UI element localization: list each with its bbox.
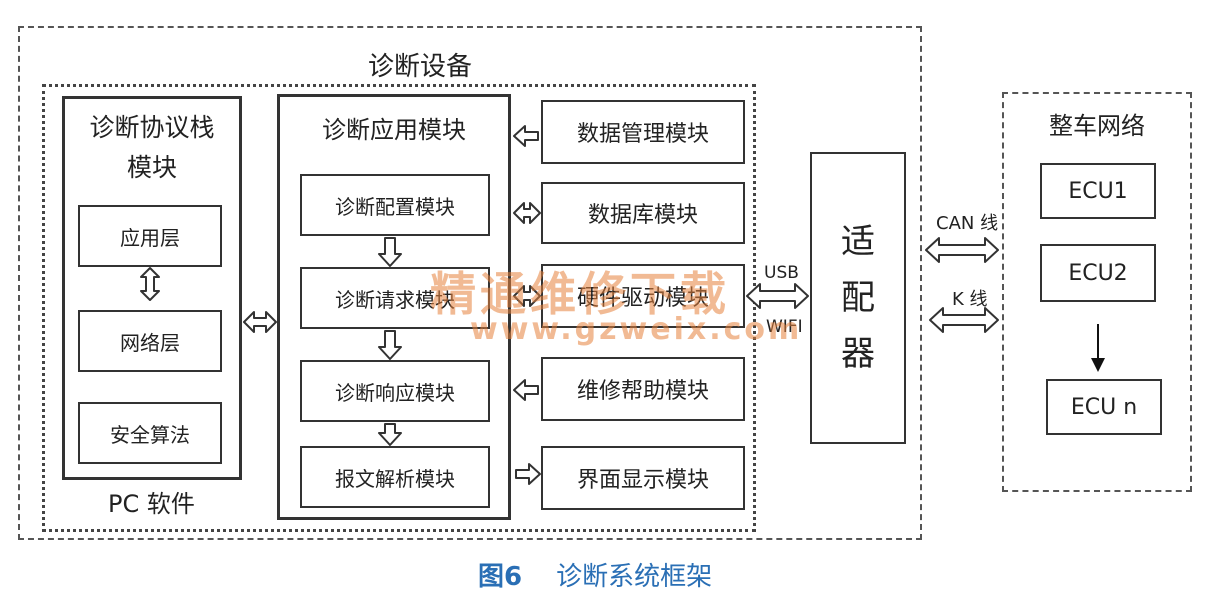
figure-caption: 图6 诊断系统框架	[478, 556, 712, 593]
database-arrow	[513, 202, 541, 224]
repair-help-module: 维修帮助模块	[541, 357, 745, 421]
diagnostic-app-module	[277, 94, 511, 520]
response-parse-arrow	[378, 423, 402, 446]
step-config: 诊断配置模块	[300, 174, 490, 236]
pc-software-boundary	[42, 84, 756, 532]
k-line-label: K 线	[952, 289, 988, 310]
diagnostic-app-title: 诊断应用模块	[322, 116, 466, 144]
step-parse: 报文解析模块	[300, 446, 490, 508]
pc-software-label: PC 软件	[108, 490, 195, 518]
vehicle-network-title: 整车网络	[1049, 112, 1145, 140]
database-module: 数据库模块	[541, 182, 745, 244]
stack-app-arrow	[243, 311, 277, 333]
can-line-label: CAN 线	[936, 213, 999, 234]
ecu-chain-arrowhead	[1091, 358, 1105, 372]
protocol-stack-module	[62, 96, 242, 480]
ecu-n: ECU n	[1046, 379, 1162, 435]
protocol-layer-application: 应用层	[78, 205, 222, 267]
k-arrow	[929, 307, 999, 333]
step-response: 诊断响应模块	[300, 360, 490, 422]
data-management-module: 数据管理模块	[541, 100, 745, 164]
hardware-driver-module: 硬件驱动模块	[541, 264, 745, 328]
protocol-layer-network: 网络层	[78, 310, 222, 372]
figure-number: 图6	[478, 562, 523, 592]
step-request: 诊断请求模块	[300, 267, 490, 329]
layer-link-arrow	[140, 267, 160, 301]
can-arrow	[925, 237, 999, 263]
diagnostic-device-boundary	[18, 26, 922, 540]
vehicle-network-boundary	[1002, 92, 1192, 492]
wifi-label: WIFI	[766, 317, 803, 337]
protocol-layer-security: 安全算法	[78, 402, 222, 464]
ecu-1: ECU1	[1040, 163, 1156, 219]
figure-title: 诊断系统框架	[556, 562, 713, 592]
usb-label: USB	[764, 263, 799, 283]
request-response-arrow	[378, 330, 402, 360]
adapter-box: 适 配 器	[810, 152, 906, 444]
device-label: 诊断设备	[368, 52, 473, 82]
repair-help-arrow	[513, 379, 539, 401]
ui-display-module: 界面显示模块	[541, 446, 745, 510]
config-request-arrow	[378, 237, 402, 267]
protocol-stack-title: 诊断协议栈 模块	[89, 113, 215, 182]
ecu-2: ECU2	[1040, 244, 1156, 302]
usb-wifi-arrow	[746, 283, 809, 309]
hardware-driver-arrow	[513, 285, 541, 307]
data-mgmt-arrow	[513, 125, 539, 147]
ui-display-arrow	[515, 463, 541, 485]
